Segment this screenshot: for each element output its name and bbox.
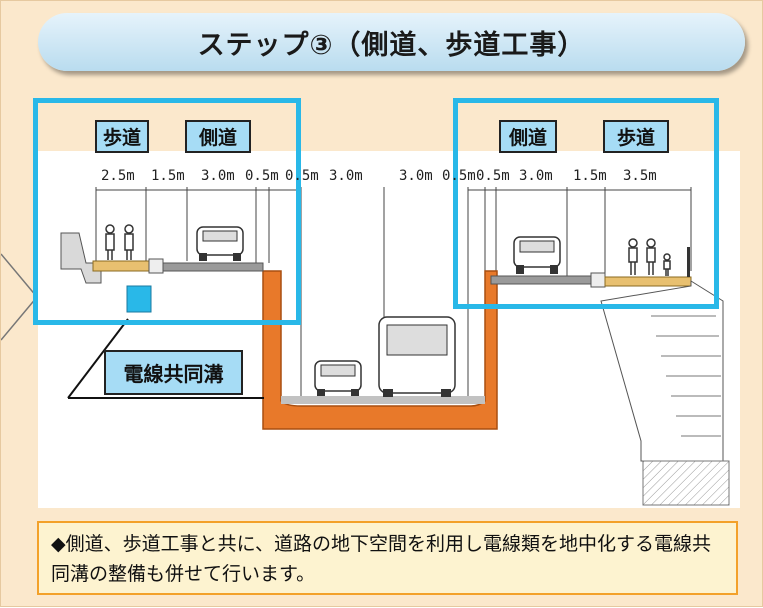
dim-label: 0.5m <box>285 168 319 184</box>
label-left-frontage-road: 側道 <box>185 120 251 153</box>
bus-underpass-icon <box>378 316 456 397</box>
page-title: ステップ③（側道、歩道工事） <box>197 29 586 61</box>
dim-label: 3.0m <box>519 168 553 184</box>
label-text: 側道 <box>508 127 547 149</box>
label-right-frontage-road: 側道 <box>499 120 557 153</box>
label-text: 歩道 <box>616 127 655 149</box>
left-frontage-road <box>162 262 264 272</box>
dim-label: 1.5m <box>151 168 185 184</box>
car-left-icon <box>196 226 244 261</box>
dim-label: 0.5m <box>245 168 279 184</box>
right-railing <box>687 247 690 277</box>
car-right-icon <box>513 236 561 274</box>
left-highlight-frame <box>33 98 301 325</box>
description-note: ◆側道、歩道工事と共に、道路の地下空間を利用し電線類を地中化する電線共同溝の整備… <box>37 521 738 595</box>
embankment-anchors <box>651 315 721 437</box>
label-text: 側道 <box>198 127 237 149</box>
dim-label: 3.0m <box>201 168 235 184</box>
label-right-sidewalk: 歩道 <box>603 120 669 153</box>
dim-label: 2.5m <box>101 168 135 184</box>
title-banner: ステップ③（側道、歩道工事） <box>38 13 745 71</box>
dim-label: 3.0m <box>399 168 433 184</box>
label-text: 電線共同溝 <box>123 362 224 386</box>
dim-label: 1.5m <box>573 168 607 184</box>
ground-hatch <box>642 460 730 506</box>
chevron-right-icon <box>1 253 38 341</box>
dim-label: 0.5m <box>476 168 510 184</box>
left-retaining-wall <box>60 232 102 284</box>
car-underpass-icon <box>314 360 362 396</box>
pedestrians-right-icon <box>628 238 671 276</box>
dim-label: 3.0m <box>329 168 363 184</box>
label-text: 歩道 <box>102 127 141 149</box>
dim-label: 0.5m <box>442 168 476 184</box>
dim-label: 3.5m <box>623 168 657 184</box>
right-highlight-frame <box>453 98 719 309</box>
note-text: ◆側道、歩道工事と共に、道路の地下空間を利用し電線類を地中化する電線共同溝の整備… <box>51 533 712 585</box>
label-utility-conduit: 電線共同溝 <box>104 350 243 395</box>
utility-conduit-box <box>126 285 152 313</box>
callout-line <box>67 318 129 399</box>
label-left-sidewalk: 歩道 <box>95 120 149 153</box>
pedestrians-left-icon <box>105 224 134 260</box>
underpass-road <box>281 396 485 404</box>
